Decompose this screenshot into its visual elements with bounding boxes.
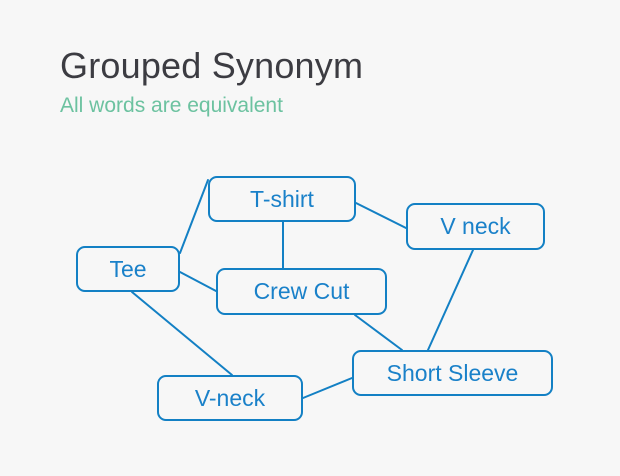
graph-node-label: Tee — [109, 255, 147, 282]
graph-node-label: Crew Cut — [253, 278, 350, 304]
graph-edge — [427, 249, 474, 351]
graph-node-tee[interactable]: Tee — [76, 246, 180, 292]
graph-node-crew-cut[interactable]: Crew Cut — [216, 268, 387, 315]
graph-node-label: T-shirt — [250, 185, 314, 212]
graph-node-label: V neck — [440, 213, 511, 239]
graph-node-short-sleeve[interactable]: Short Sleeve — [352, 350, 553, 396]
graph-node-v-neck-hyphen[interactable]: V-neck — [157, 375, 303, 421]
graph-edge — [179, 179, 209, 254]
graph-node-label: Short Sleeve — [386, 359, 519, 386]
graph-node-t-shirt[interactable]: T-shirt — [208, 176, 356, 222]
graph-node-label: V-neck — [194, 384, 266, 411]
graph-edge — [179, 271, 217, 292]
graph-edge — [131, 291, 233, 376]
graph-edge — [355, 202, 407, 229]
graph-edge — [302, 377, 353, 399]
graph-edge — [354, 314, 403, 351]
header: Grouped Synonym All words are equivalent — [60, 44, 580, 120]
graph-node-v-neck-space[interactable]: V neck — [406, 203, 545, 250]
page-subtitle: All words are equivalent — [60, 94, 283, 117]
page-title: Grouped Synonym — [60, 45, 364, 86]
